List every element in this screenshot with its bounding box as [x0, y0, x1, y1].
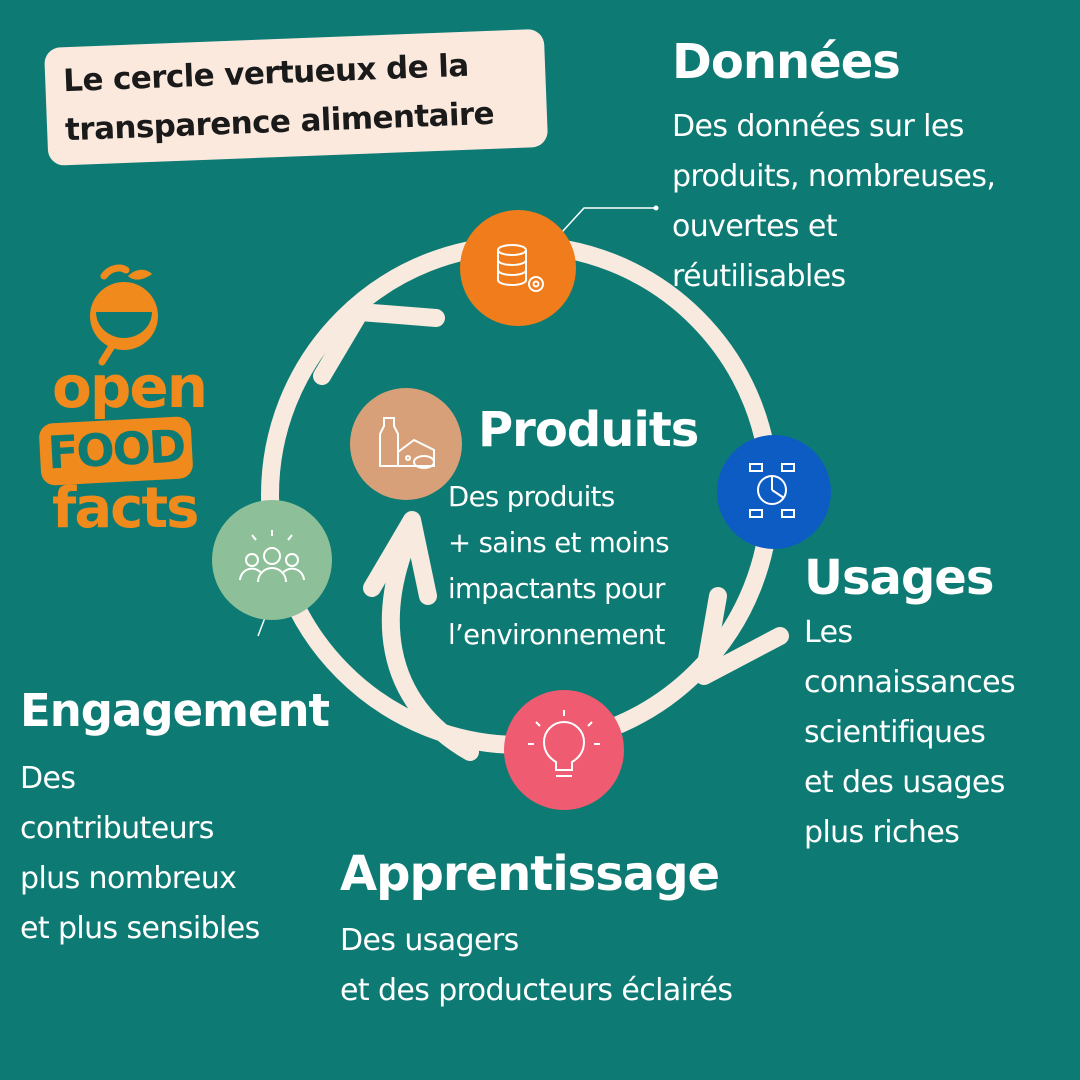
produits-heading: Produits — [478, 402, 699, 458]
engagement-line: et plus sensibles — [20, 911, 260, 946]
people-group-icon — [239, 530, 305, 583]
usages-description: Les connaissances scientifiques et des u… — [804, 608, 1016, 858]
donnees-node[interactable] — [460, 210, 576, 326]
lightbulb-icon — [528, 710, 600, 777]
apprentissage-description: Des usagers et des producteurs éclairés — [340, 916, 733, 1016]
engagement-node[interactable] — [212, 500, 332, 620]
apprentissage-heading: Apprentissage — [340, 846, 720, 902]
produits-line: + sains et moins — [448, 527, 670, 559]
donnees-line: réutilisables — [672, 259, 846, 294]
engagement-line: Des — [20, 761, 76, 796]
donnees-heading: Données — [672, 34, 901, 90]
donnees-line: produits, nombreuses, — [672, 159, 996, 194]
cycle-arrowhead-left — [313, 303, 445, 385]
logo-word-facts: facts — [52, 476, 199, 541]
engagement-heading: Engagement — [20, 684, 330, 737]
usages-line: plus riches — [804, 815, 960, 850]
apprentissage-line: et des producteurs éclairés — [340, 973, 733, 1008]
logo-word-open: open — [52, 353, 208, 421]
produits-line: impactants pour — [448, 573, 665, 605]
produits-line: Des produits — [448, 481, 615, 513]
donnees-connector — [561, 207, 654, 233]
engagement-line: contributeurs — [20, 811, 214, 846]
usages-line: connaissances — [804, 665, 1016, 700]
donnees-line: Des données sur les — [672, 109, 964, 144]
usages-line: et des usages — [804, 765, 1005, 800]
donnees-line: ouvertes et — [672, 209, 838, 244]
apprentissage-line: Des usagers — [340, 923, 519, 958]
usages-line: scientifiques — [804, 715, 986, 750]
apprentissage-node[interactable] — [504, 690, 624, 810]
produits-node[interactable] — [350, 388, 462, 500]
usages-line: Les — [804, 615, 853, 650]
inner-arrow — [381, 521, 479, 761]
database-gear-icon — [497, 244, 544, 292]
analytics-chart-icon — [749, 463, 795, 518]
usages-node[interactable] — [717, 435, 831, 549]
inner-arrowhead — [363, 511, 437, 605]
donnees-description: Des données sur les produits, nombreuses… — [672, 102, 996, 302]
food-products-icon — [379, 417, 435, 469]
engagement-line: plus nombreux — [20, 861, 237, 896]
produits-description: Des produits + sains et moins impactants… — [448, 474, 670, 658]
engagement-description: Des contributeurs plus nombreux et plus … — [20, 754, 260, 954]
produits-line: l’environnement — [448, 619, 665, 651]
usages-heading: Usages — [804, 550, 994, 606]
cycle-arrowhead-right — [695, 587, 789, 685]
